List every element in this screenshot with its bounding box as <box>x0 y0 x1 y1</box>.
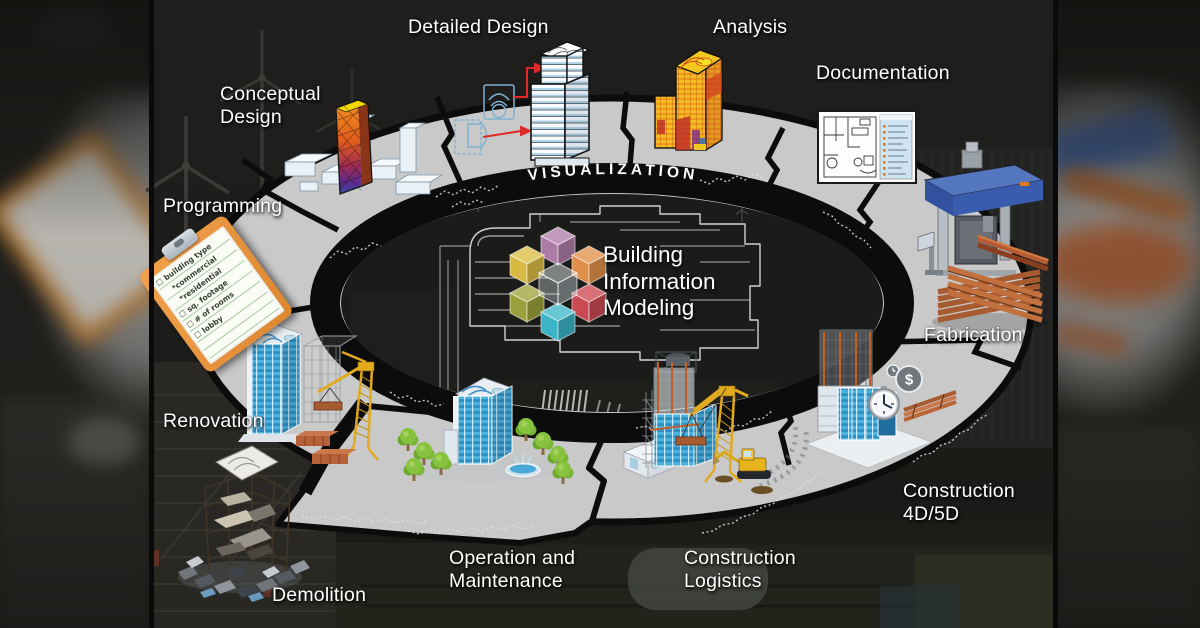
brick-stacks <box>296 431 357 464</box>
list-bullets <box>883 125 886 176</box>
crane-load-beam <box>675 436 707 446</box>
mobile-crane-icon <box>313 350 379 461</box>
cube-olive <box>508 283 546 323</box>
collapsed-slabs <box>214 492 276 560</box>
right-blurred-panel <box>1056 0 1200 628</box>
detailed-tower <box>530 41 591 167</box>
stage-label-documentation: Documentation <box>816 62 950 84</box>
heatmap-building-icon <box>654 49 724 152</box>
cost-dollar-badge-icon: $ <box>886 364 923 393</box>
crane-load-beam <box>313 401 343 411</box>
fallen-roof-sheet <box>214 445 280 481</box>
concept-tower <box>334 99 373 195</box>
stage-label-conceptual-design: Conceptual Design <box>220 83 321 128</box>
cube-red <box>570 283 608 323</box>
list-lines <box>888 125 908 175</box>
wireframe-building <box>439 205 761 412</box>
beam-bundle <box>903 390 957 422</box>
excavator-icon <box>713 424 809 494</box>
stage-label-operation-maintenance: Operation and Maintenance <box>449 547 576 592</box>
skyscraper-sketch-icon <box>454 41 591 167</box>
massing-city-model-icon <box>284 99 444 195</box>
schedule-cost-building-icon: $ <box>804 329 957 469</box>
visualization-ring-label: VISUALIZATION <box>527 161 700 184</box>
renovation-tower <box>238 323 312 442</box>
fountain-icon <box>505 454 541 478</box>
panel-divider <box>1053 0 1058 628</box>
floor-plan-lines <box>824 117 877 174</box>
stage-label-construction-4d-5d: Construction 4D/5D <box>903 480 1015 525</box>
stage-label-detailed-design: Detailed Design <box>408 16 549 38</box>
control-panel <box>917 231 943 275</box>
cube-teal <box>539 302 577 342</box>
ring-gap <box>298 397 370 496</box>
stage-label-fabrication: Fabrication <box>924 324 1023 346</box>
cube-purple <box>539 226 577 266</box>
stage-label-demolition: Demolition <box>272 584 367 606</box>
cube-translucent-center <box>537 262 579 306</box>
cnc-machine-steel-beams-icon <box>917 141 1049 331</box>
title-line: Modeling <box>603 295 695 320</box>
retrofit-crane-bricks-icon <box>238 323 379 464</box>
background-photo-bottom <box>335 518 1056 628</box>
completed-tower <box>443 377 513 465</box>
ring-inner-border <box>310 163 914 443</box>
tower-crane-site-icon <box>622 351 809 494</box>
steel-beam-pile <box>932 265 1048 331</box>
bim-cube-logo <box>508 226 608 342</box>
diagram-title: Building Information Modeling <box>603 242 716 322</box>
building-under-construction <box>642 351 717 468</box>
ring-center-hole <box>341 194 883 412</box>
zigzag-decoration <box>301 173 990 535</box>
title-line: Building <box>603 242 684 267</box>
rubble-pile <box>178 556 310 602</box>
clock-icon <box>868 386 900 420</box>
scaffolding <box>642 390 656 468</box>
stage-label-analysis: Analysis <box>713 16 788 38</box>
stage-label-programming: Programming <box>163 195 283 217</box>
annotation-arrow-icon <box>482 62 547 138</box>
left-blurred-panel <box>0 0 149 628</box>
dollar-sign: $ <box>905 372 914 389</box>
panel-divider <box>149 0 154 628</box>
trees <box>397 418 574 484</box>
collapsed-building-rubble-icon <box>178 445 310 602</box>
floor-plan-sheet-icon <box>817 110 917 184</box>
completed-building-park-icon <box>397 377 574 484</box>
stage-label-construction-logistics: Construction Logistics <box>684 547 796 592</box>
title-line: Information <box>603 268 716 294</box>
stage-label-renovation: Renovation <box>163 410 264 432</box>
steel-frame-top <box>819 329 873 424</box>
tower-crane-icon <box>675 385 749 483</box>
